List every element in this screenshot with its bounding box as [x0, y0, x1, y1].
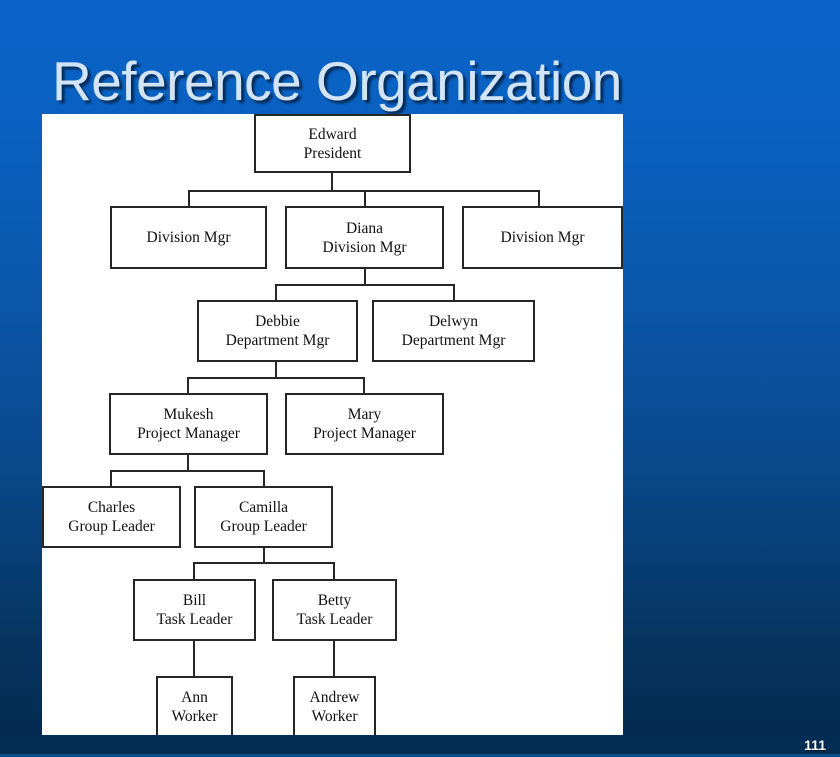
org-node-betty[interactable]: Betty Task Leader [272, 579, 397, 641]
org-node-division-mgr-right[interactable]: Division Mgr [462, 206, 623, 269]
org-node-edward[interactable]: Edward President [254, 114, 411, 173]
org-node-name: Charles [87, 499, 136, 516]
org-node-name: Edward [308, 125, 357, 143]
org-chart-layer: Edward President Division Mgr Diana Divi… [42, 114, 623, 735]
connector-level4-bus [187, 377, 363, 379]
org-node-mary[interactable]: Mary Project Manager [285, 393, 444, 455]
connector-mukesh-drop [187, 377, 189, 394]
org-node-name: Debbie [255, 313, 300, 330]
org-node-role: Department Mgr [401, 332, 506, 349]
org-node-charles[interactable]: Charles Group Leader [42, 486, 181, 548]
connector-divleft-drop [188, 190, 190, 207]
org-node-role: Division Mgr [146, 229, 231, 246]
page-number: 111 [804, 737, 826, 753]
org-node-role: Division Mgr [322, 238, 407, 256]
org-node-bill[interactable]: Bill Task Leader [133, 579, 256, 641]
connector-camilla-drop [263, 470, 265, 487]
connector-bill-down [193, 638, 195, 676]
connector-charles-drop [110, 470, 112, 487]
connector-mukesh-down [187, 454, 189, 472]
connector-bill-drop [193, 562, 195, 579]
org-node-name: Diana [345, 219, 383, 237]
org-node-debbie[interactable]: Debbie Department Mgr [197, 300, 358, 362]
org-node-role: President [303, 144, 362, 162]
connector-betty-down [333, 638, 335, 676]
org-node-role: Project Manager [137, 425, 240, 442]
org-node-name: Betty [317, 592, 352, 609]
org-node-andrew[interactable]: Andrew Worker [293, 676, 376, 735]
org-node-delwyn[interactable]: Delwyn Department Mgr [372, 300, 535, 362]
org-node-role: Task Leader [296, 611, 373, 628]
org-node-camilla[interactable]: Camilla Group Leader [194, 486, 333, 548]
footer-band [0, 735, 840, 757]
footer-band-edge [0, 754, 840, 757]
org-node-name: Andrew [309, 689, 360, 706]
connector-debbie-down [275, 361, 277, 379]
org-node-ann[interactable]: Ann Worker [156, 676, 233, 735]
org-node-role: Division Mgr [500, 229, 585, 246]
org-node-name: Camilla [238, 499, 289, 516]
org-node-division-mgr-left[interactable]: Division Mgr [110, 206, 267, 269]
connector-level6-bus [193, 562, 335, 564]
connector-edward-down [331, 172, 333, 192]
org-node-role: Group Leader [220, 518, 307, 535]
connector-delwyn-drop [453, 284, 455, 301]
connector-level3-bus [275, 284, 455, 286]
connector-camilla-down [263, 546, 265, 564]
org-node-role: Worker [311, 708, 358, 725]
org-node-name: Mukesh [163, 406, 214, 423]
page-title: Reference Organization [52, 49, 622, 112]
connector-divright-drop [538, 190, 540, 207]
org-node-role: Group Leader [68, 518, 155, 535]
org-node-role: Department Mgr [225, 332, 330, 349]
connector-diana-drop [364, 190, 366, 207]
connector-betty-drop [333, 562, 335, 579]
org-node-name: Mary [347, 406, 382, 423]
connector-debbie-drop [275, 284, 277, 301]
org-node-role: Task Leader [156, 611, 233, 628]
connector-level5-bus [110, 470, 265, 472]
org-node-role: Project Manager [313, 425, 416, 442]
org-node-name: Delwyn [428, 313, 479, 330]
connector-mary-drop [363, 377, 365, 394]
connector-diana-down [364, 268, 366, 286]
org-node-diana[interactable]: Diana Division Mgr [285, 206, 444, 269]
org-node-name: Bill [182, 592, 207, 609]
org-node-role: Worker [171, 708, 218, 725]
org-chart-panel: Edward President Division Mgr Diana Divi… [42, 114, 623, 735]
org-node-mukesh[interactable]: Mukesh Project Manager [109, 393, 268, 455]
org-node-name: Ann [181, 689, 208, 706]
